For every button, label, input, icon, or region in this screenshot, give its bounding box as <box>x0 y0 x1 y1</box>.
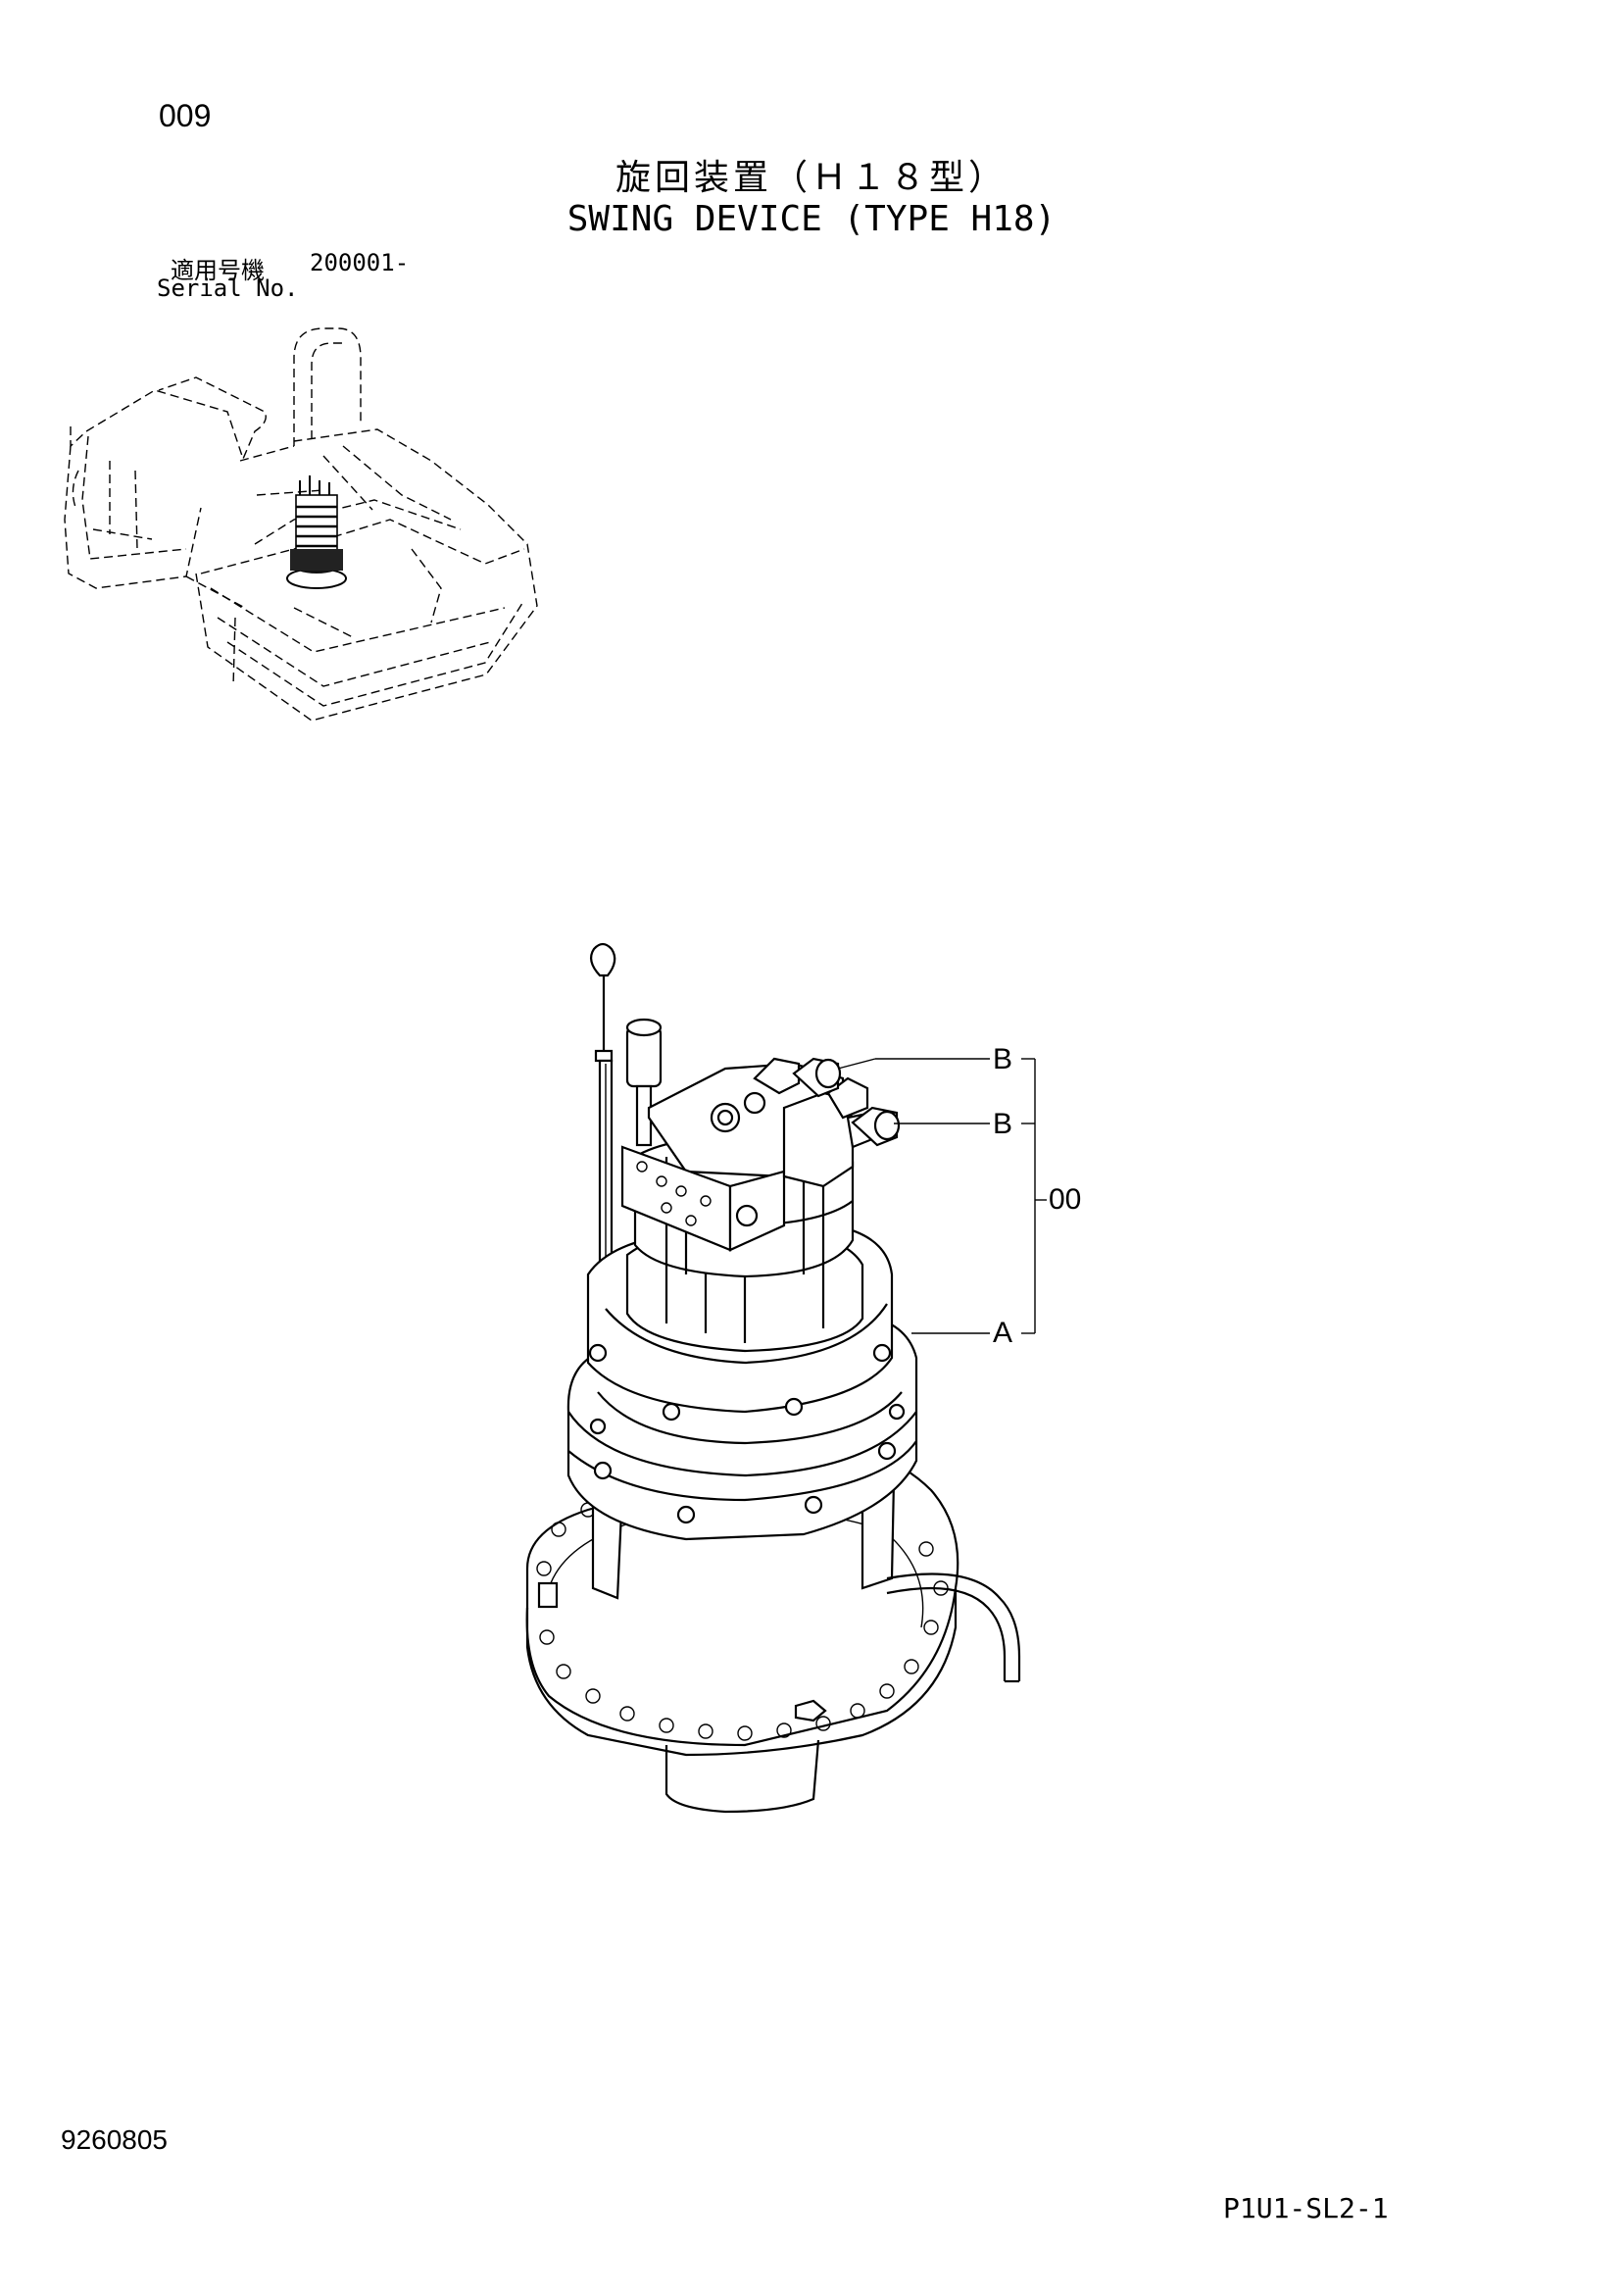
document-number: 9260805 <box>61 2124 169 2155</box>
callout-b-upper: B <box>993 1043 1013 1075</box>
mounting-flange <box>525 1448 959 1814</box>
breather <box>625 1018 663 1147</box>
relief-valves <box>792 1057 901 1147</box>
locator-swing-device <box>286 475 347 589</box>
callout-a: A <box>993 1317 1013 1349</box>
serial-label-jp: 適用号機 <box>171 257 265 284</box>
serial-range: 200001- <box>310 249 410 276</box>
callout-b-lower: B <box>993 1108 1013 1140</box>
valve-block <box>620 1057 879 1252</box>
page-number: 009 <box>159 98 212 133</box>
page-title-jp: 旋回装置（Ｈ１８型） <box>615 158 1008 198</box>
page-title-en: SWING DEVICE (TYPE H18) <box>566 199 1057 239</box>
page-reference: P1U1-SL2-1 <box>1223 2192 1389 2224</box>
callout-assembly: 00 <box>1049 1183 1082 1216</box>
leader-lines <box>837 1058 1047 1334</box>
drain-hose <box>886 1572 1021 1681</box>
serial-label-en: Serial No. <box>157 275 299 302</box>
